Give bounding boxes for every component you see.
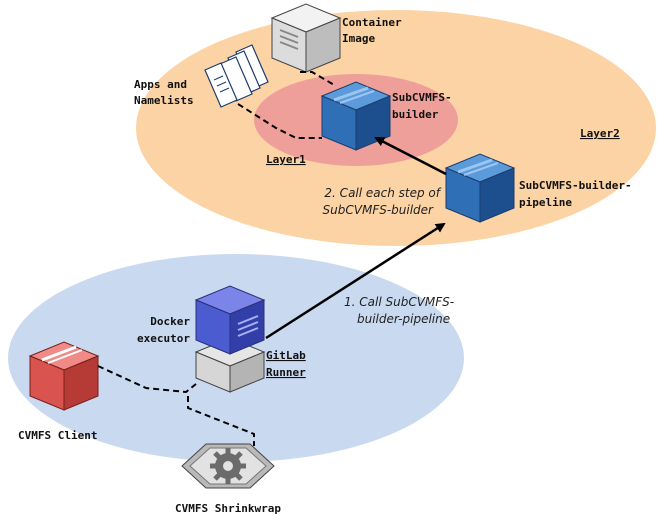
pipeline-label-1: SubCVMFS-builder- (519, 179, 632, 192)
docker-executor-cube-icon (194, 285, 266, 355)
container-image-label-1: Container (342, 16, 402, 29)
step2-label-1: 2. Call each step of (324, 186, 441, 200)
docker-executor-label-1: Docker (150, 315, 190, 328)
documents-icon (204, 44, 269, 108)
cvmfs-shrinkwrap-label: CVMFS Shrinkwrap (175, 502, 281, 515)
call-pipeline-arrow (265, 222, 446, 340)
apps-namelists-label-2: Namelists (134, 94, 194, 107)
docs-to-builder-connector (237, 103, 322, 139)
apps-namelists-label-1: Apps and (134, 78, 187, 91)
client-to-runner-connector (97, 365, 197, 394)
docker-executor-label-2: executor (137, 332, 190, 345)
layer1-label: Layer1 (266, 153, 306, 166)
step2-label-2: SubCVMFS-builder (323, 203, 435, 217)
step1-label-1: 1. Call SubCVMFS- (344, 295, 454, 309)
container-image-label-2: Image (342, 32, 375, 45)
cvmfs-client-label: CVMFS Client (18, 429, 97, 442)
builder-label-2: builder (392, 108, 439, 121)
cvmfs-shrinkwrap-gear-icon (181, 443, 275, 489)
call-each-step-arrow (374, 136, 447, 176)
gitlab-runner-label-1: GitLab (266, 349, 306, 362)
image-to-builder-connector (300, 71, 337, 87)
shrinkwrap-to-runner-connector (187, 396, 255, 446)
cvmfs-client-cube-icon (28, 341, 100, 411)
layer2-label: Layer2 (580, 127, 620, 140)
step1-label-2: builder-pipeline (357, 312, 450, 326)
gitlab-runner-label-2: Runner (266, 366, 306, 379)
subcvmfs-builder-pipeline-cube-icon (444, 153, 516, 223)
pipeline-label-2: pipeline (519, 196, 572, 209)
subcvmfs-builder-cube-icon (320, 81, 392, 151)
builder-label-1: SubCVMFS- (392, 91, 452, 104)
container-image-icon (270, 3, 342, 73)
